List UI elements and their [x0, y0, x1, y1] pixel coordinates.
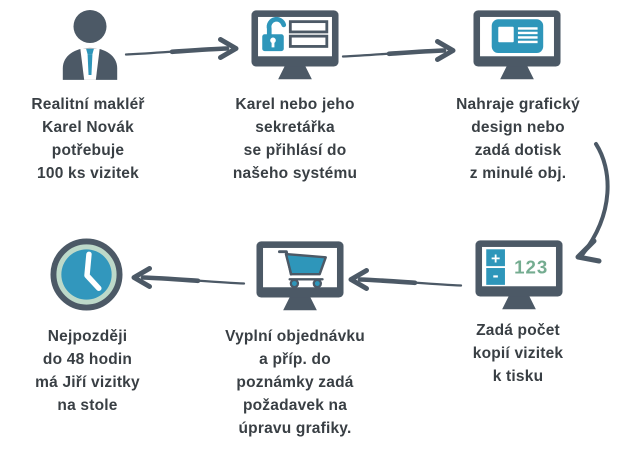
cart-monitor-icon: [256, 241, 344, 311]
arrow-right-2-icon: [341, 39, 461, 65]
step-3-icon-box: [472, 9, 562, 82]
minus-button-label: -: [493, 265, 499, 285]
step-2-icon-box: [250, 9, 340, 82]
step-5-icon-box: [255, 240, 345, 313]
arrow-curved-down-icon: [566, 141, 618, 277]
arrow-left-2-icon: [126, 266, 246, 292]
arrow-left-1-icon: [343, 268, 463, 294]
quantity-monitor-icon: + - 123: [475, 240, 563, 310]
step-3-text: Nahraje grafický design nebo zadá dotisk…: [456, 96, 580, 182]
step-5-text: Vyplní objednávku a příp. do poznámky za…: [225, 328, 365, 437]
step-4-text: Zadá počet kopií vizitek k tisku: [472, 322, 564, 385]
login-monitor-icon: [251, 10, 339, 80]
design-upload-monitor-icon: [473, 10, 561, 80]
step-4-icon-box: + - 123: [474, 239, 564, 312]
clock-icon: [50, 238, 123, 311]
arrow-right-1-icon: [124, 37, 244, 63]
step-2-text: Karel nebo jeho sekretářka se přihlásí d…: [232, 96, 358, 182]
step-6-text: Nejpozději do 48 hodin má Jiří vizitky n…: [35, 328, 140, 414]
step-6-icon-box: [50, 238, 123, 311]
step-1-text: Realitní makléř Karel Novák potřebuje 10…: [31, 96, 145, 182]
quantity-value: 123: [514, 257, 548, 278]
step-1-icon-box: [56, 6, 124, 80]
realtor-person-icon: [62, 9, 118, 80]
plus-button-label: +: [491, 250, 500, 267]
